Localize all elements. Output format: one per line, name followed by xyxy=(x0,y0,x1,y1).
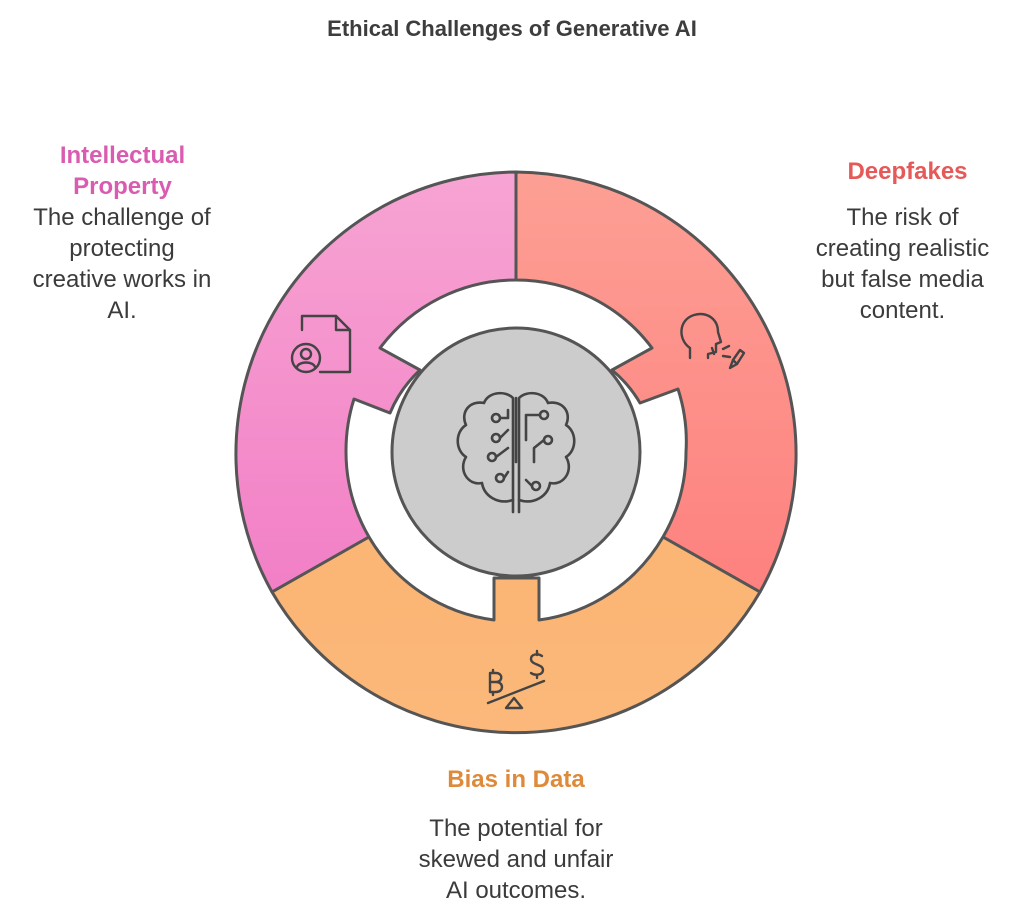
document-user-icon xyxy=(290,314,352,374)
face-profile-brush-icon xyxy=(680,312,746,370)
deepfakes-description-line: but false media xyxy=(821,266,984,293)
diagram-title: Ethical Challenges of Generative AI xyxy=(327,16,697,41)
deepfakes-description: The risk of creating realistic but false… xyxy=(800,202,1005,326)
intellectual-property-heading: Intellectual Property xyxy=(20,140,225,202)
deepfakes-description-line: creating realistic xyxy=(815,235,990,262)
bias-in-data-description: The potential for skewed and unfair AI o… xyxy=(386,813,646,906)
intellectual-property-heading-line-1: Intellectual xyxy=(59,142,186,169)
brain-circuit-icon xyxy=(456,391,576,514)
balance-scale-currency-icon xyxy=(486,649,546,710)
intellectual-property-description: The challenge of protecting creative wor… xyxy=(12,202,232,326)
deepfakes-description-line: The risk of xyxy=(846,204,959,231)
bias-in-data-description-line: skewed and unfair xyxy=(418,846,614,873)
deepfakes-description-line: content. xyxy=(859,297,946,324)
bias-in-data-heading: Bias in Data xyxy=(447,766,585,793)
intellectual-property-description-line: AI. xyxy=(107,297,137,324)
intellectual-property-description-line: protecting xyxy=(69,235,175,262)
bias-in-data-description-line: The potential for xyxy=(429,815,603,842)
bias-in-data-description-line: AI outcomes. xyxy=(445,877,587,904)
intellectual-property-description-line: creative works in xyxy=(32,266,212,293)
deepfakes-heading: Deepfakes xyxy=(847,158,968,185)
bias-in-data-segment[interactable] xyxy=(270,535,762,735)
intellectual-property-description-line: The challenge of xyxy=(33,204,211,231)
intellectual-property-heading-line-2: Property xyxy=(73,173,172,200)
